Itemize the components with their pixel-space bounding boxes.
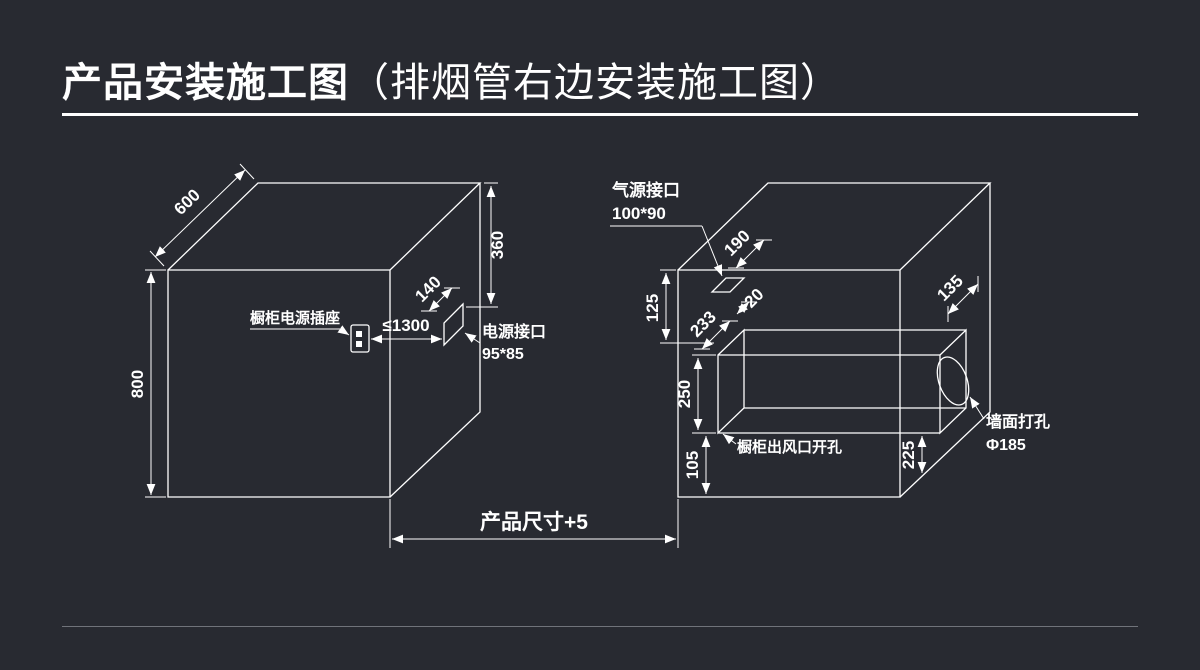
dim-105-label: 105 (683, 451, 702, 479)
wall-hole-circle (936, 356, 970, 406)
wall-hole-callout: 墙面打孔 Φ185 (969, 396, 1050, 454)
dim-product-size: 产品尺寸+5 (389, 499, 679, 548)
dim-125-label: 125 (643, 294, 662, 322)
left-cabinet-front-face (167, 269, 391, 498)
dim-105: 105 (683, 436, 714, 498)
wall-hole-label: 墙面打孔 (986, 412, 1050, 431)
dim-20-label: 20 (741, 285, 768, 312)
dim-250: 250 (675, 354, 716, 434)
power-port-size: 95*85 (482, 346, 524, 363)
dim-250-label: 250 (675, 380, 694, 408)
dim-225: 225 (899, 432, 938, 473)
dim-190: 190 (720, 226, 772, 269)
dim-800: 800 (128, 269, 166, 498)
gas-port-label: 气源接口 (611, 180, 680, 200)
outlet-callout: 橱柜出风口开孔 (722, 433, 842, 456)
outlet-label: 橱柜出风口开孔 (737, 438, 842, 456)
left-cabinet-drawing: 600 800 360 140 ≤1300 (128, 163, 546, 498)
power-port-label: 电源接口 (482, 322, 546, 341)
dim-360: 360 (466, 182, 507, 308)
right-cabinet-front-face (677, 269, 901, 498)
duct-left-opening (717, 328, 745, 435)
gas-port-size: 100*90 (612, 204, 666, 223)
duct-right-end (939, 328, 967, 435)
dim-1300: ≤1300 (371, 316, 442, 344)
page-title: 产品安装施工图 (62, 61, 349, 105)
dim-600-label: 600 (170, 185, 204, 218)
exhaust-duct (717, 328, 970, 435)
socket-icon (350, 324, 370, 353)
left-cabinet-right-face (389, 183, 481, 498)
dim-product-size-label: 产品尺寸+5 (480, 510, 588, 534)
footer-divider (62, 626, 1138, 627)
cabinet-power-socket: 橱柜电源插座 (250, 309, 370, 353)
power-port-callout: 电源接口 95*85 (464, 322, 546, 363)
dim-360-label: 360 (488, 231, 507, 259)
dim-135: 135 (933, 271, 979, 322)
right-cabinet-right-face (899, 183, 991, 498)
gas-port-cutout (710, 277, 746, 293)
page-header: 产品安装施工图（排烟管右边安装施工图） (62, 50, 841, 108)
dim-140: 140 (411, 272, 460, 312)
dim-600: 600 (149, 163, 255, 267)
header-divider (62, 113, 1138, 116)
dim-225-label: 225 (899, 441, 918, 469)
dim-800-label: 800 (128, 370, 147, 398)
right-cabinet-top-face (677, 182, 992, 271)
dim-1300-label: ≤1300 (382, 316, 429, 335)
socket-label: 橱柜电源插座 (250, 309, 340, 327)
power-port-cutout (443, 302, 464, 347)
right-cabinet-drawing: 气源接口 100*90 190 125 233 (610, 180, 1050, 498)
gas-port-callout: 气源接口 100*90 (610, 180, 723, 277)
left-cabinet-top-face (167, 182, 482, 271)
wall-hole-size: Φ185 (986, 437, 1026, 454)
dim-20: 20 (736, 285, 768, 315)
page-title-subtitle: （排烟管右边安装施工图） (349, 61, 841, 105)
